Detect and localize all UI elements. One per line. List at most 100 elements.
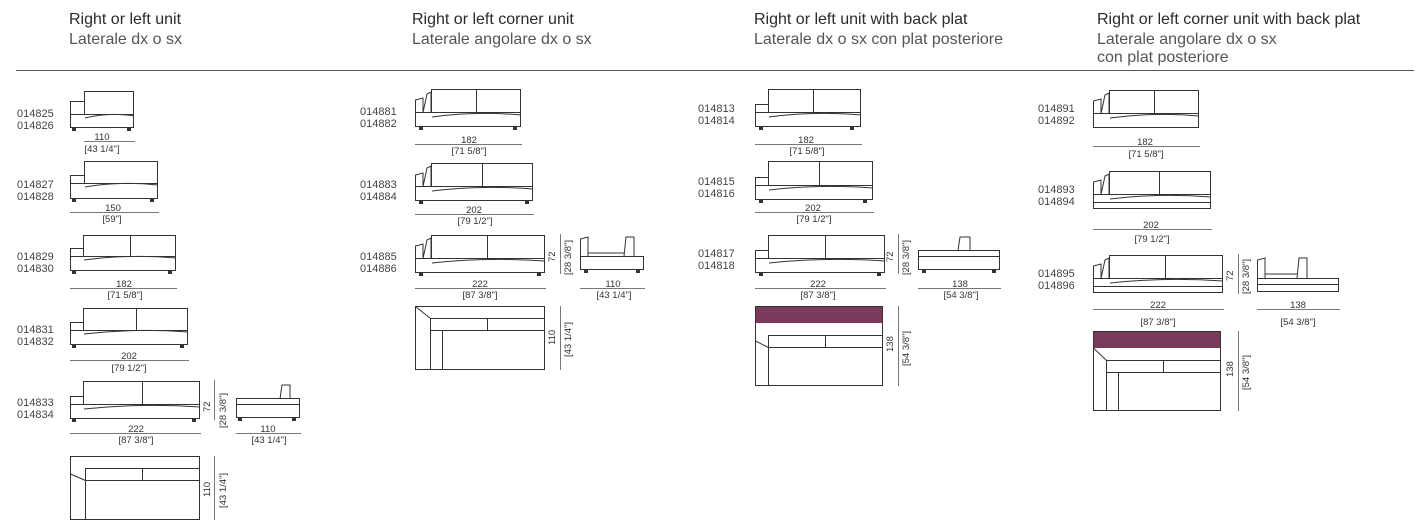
sofa-unit-side-view (236, 384, 300, 421)
dimension-line (84, 141, 135, 142)
height-cm: 72 (547, 251, 558, 262)
height-cm: 72 (885, 251, 896, 262)
dimension-line (755, 212, 874, 213)
width-cm: 202 (121, 351, 137, 362)
sofa-unit-182-elevation (70, 235, 177, 274)
code: 014882 (360, 118, 397, 130)
depth-cm: 110 (260, 424, 276, 435)
width-cm: 182 (116, 279, 132, 290)
column-2-title: Right or left corner unit (412, 11, 574, 28)
dimension-line (214, 380, 215, 420)
plat-corner-unit-222-elevation (1093, 255, 1224, 293)
dimension-line (1093, 309, 1224, 310)
width-cm: 182 (461, 135, 477, 146)
plat-unit-222-elevation (755, 235, 886, 276)
dimension-line (1093, 229, 1212, 230)
width-in: [87 3/8"] (1140, 317, 1176, 328)
plat-corner-unit-182-elevation (1093, 90, 1200, 128)
width-in: [79 1/2"] (796, 214, 832, 225)
width-in: [87 3/8"] (462, 290, 498, 301)
column-1-subtitle: Laterale dx o sx (69, 31, 182, 48)
sofa-unit-plan-view (70, 456, 200, 520)
width-in: [71 5/8"] (451, 146, 487, 157)
width-cm: 202 (1143, 220, 1159, 231)
width-cm: 222 (472, 279, 488, 290)
dimension-line (236, 433, 301, 434)
width-in: [43 1/4"] (84, 144, 120, 155)
depth-in: [54 3/8"] (1280, 317, 1316, 328)
dimension-line (70, 212, 159, 213)
code: 014892 (1038, 115, 1075, 127)
depth-in: [54 3/8"] (1241, 354, 1252, 390)
width-in: [71 5/8"] (789, 146, 825, 157)
corner-unit-side-view (580, 236, 644, 273)
width-in: [71 5/8"] (107, 290, 143, 301)
corner-unit-202-elevation (415, 163, 534, 204)
height-in: [28 3/8"] (563, 239, 574, 275)
plat-corner-unit-202-elevation (1093, 171, 1212, 209)
sofa-unit-150-elevation (70, 161, 159, 202)
code: 014817 (698, 248, 735, 260)
width-cm: 222 (1150, 300, 1166, 311)
plat-unit-182-elevation (755, 89, 862, 130)
dimension-line (755, 288, 886, 289)
code: 014815 (698, 176, 735, 188)
code: 014813 (698, 103, 735, 115)
depth-cm: 110 (547, 329, 558, 345)
column-3-title: Right or left unit with back plat (754, 11, 968, 28)
sofa-unit-222-elevation (70, 381, 201, 422)
height-cm: 72 (202, 401, 213, 412)
width-in: [79 1/2"] (1134, 234, 1170, 245)
dimension-line (70, 360, 189, 361)
width-cm: 222 (810, 279, 826, 290)
depth-in: [43 1/4"] (596, 290, 632, 301)
dimension-line (1257, 309, 1340, 310)
depth-cm: 138 (1290, 300, 1306, 311)
width-cm: 182 (1137, 137, 1153, 148)
dimension-line (1093, 146, 1200, 147)
code: 014881 (360, 106, 397, 118)
column-4-subtitle: Laterale angolare dx o sx (1097, 31, 1277, 48)
code: 014833 (17, 397, 54, 409)
dimension-line (70, 433, 201, 434)
dimension-line (898, 234, 899, 274)
code: 014831 (17, 324, 54, 336)
plat-corner-unit-plan-view (1093, 331, 1221, 411)
height-cm: 72 (1225, 270, 1236, 281)
plat-unit-plan-view (755, 306, 883, 386)
depth-in: [54 3/8"] (943, 290, 979, 301)
code: 014896 (1038, 280, 1075, 292)
width-in: [87 3/8"] (118, 435, 154, 446)
dimension-line (1238, 254, 1239, 294)
plat-corner-unit-side-view (1257, 257, 1339, 292)
code: 014814 (698, 115, 735, 127)
code: 014816 (698, 188, 735, 200)
code: 014891 (1038, 103, 1075, 115)
width-cm: 110 (94, 132, 110, 143)
sofa-unit-202-elevation (70, 308, 189, 348)
width-in: [87 3/8"] (800, 290, 836, 301)
code: 014893 (1038, 184, 1075, 196)
code: 014829 (17, 251, 54, 263)
code: 014827 (17, 179, 54, 191)
depth-cm: 138 (885, 336, 896, 352)
sofa-unit-110-elevation (70, 91, 135, 131)
header-divider (16, 70, 1414, 71)
plat-unit-side-view (918, 236, 1000, 273)
depth-cm: 110 (202, 481, 213, 497)
dimension-line (755, 144, 862, 145)
width-cm: 150 (105, 203, 121, 214)
depth-cm: 138 (952, 279, 968, 290)
depth-cm: 138 (1225, 361, 1236, 377)
code: 014825 (17, 108, 54, 120)
code: 014884 (360, 191, 397, 203)
code: 014830 (17, 263, 54, 275)
corner-unit-222-elevation (415, 235, 546, 276)
height-in: [28 3/8"] (901, 239, 912, 275)
depth-in: [43 1/4"] (218, 472, 229, 508)
dimension-line (415, 288, 546, 289)
corner-unit-plan-view (415, 306, 545, 370)
code: 014826 (17, 120, 54, 132)
width-cm: 202 (466, 205, 482, 216)
code: 014885 (360, 251, 397, 263)
